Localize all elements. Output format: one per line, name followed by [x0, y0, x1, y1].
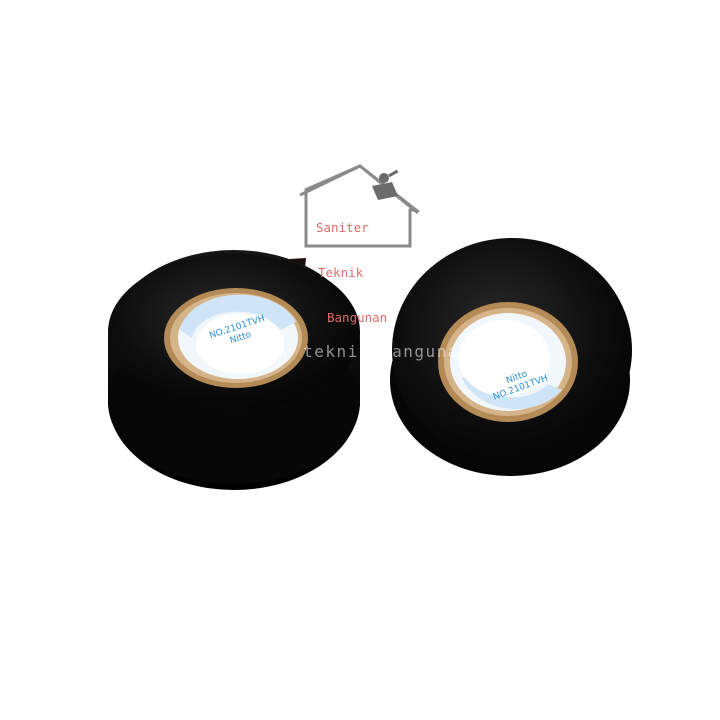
core-hole — [458, 320, 550, 396]
left-tape-roll — [108, 250, 360, 490]
logo-line-3: Bangunan — [327, 310, 388, 325]
watermark-text: saniter teknik bangunan — [214, 342, 471, 361]
logo-house — [299, 164, 421, 248]
label-strip — [180, 294, 296, 338]
logo-line-1: Saniter — [316, 220, 369, 235]
logo-text: Saniter Teknik Bangunan — [316, 190, 387, 355]
core-hole — [196, 314, 284, 374]
right-tape-roll — [390, 238, 632, 476]
logo-line-2: Teknik — [318, 265, 364, 280]
label-strip — [462, 372, 562, 410]
